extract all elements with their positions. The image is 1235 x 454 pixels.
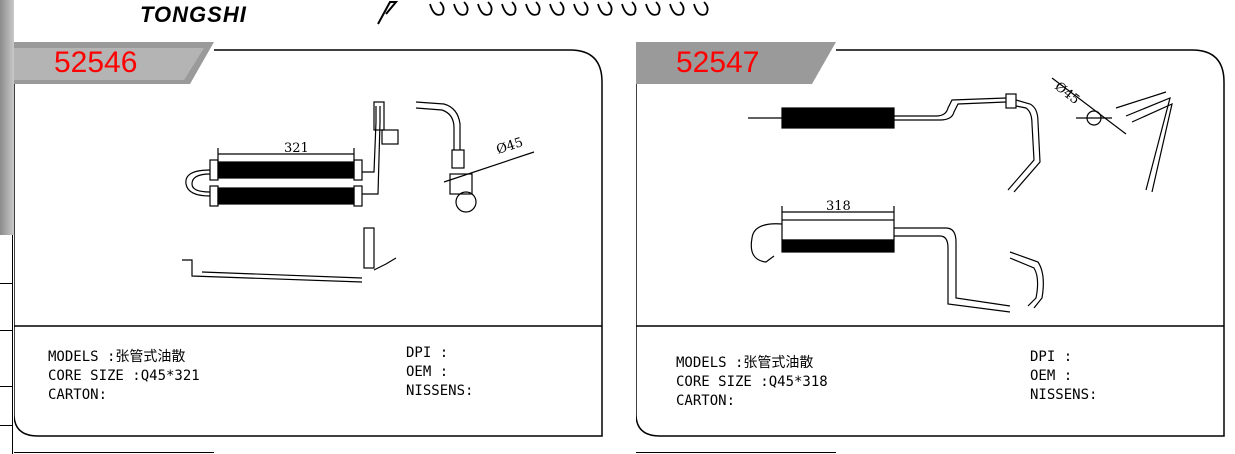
footer-rule: [636, 452, 836, 453]
ruler-tick: [0, 283, 12, 284]
side-gradient-strip: [0, 0, 14, 235]
specs-right: DPI : OEM : NISSENS:: [406, 344, 473, 401]
product-code: 52546: [54, 46, 138, 79]
dim-diameter: Ø45: [1052, 79, 1083, 108]
product-card-52546: 52546: [14, 42, 604, 438]
dpi-label: DPI :: [406, 345, 449, 361]
brand-deco-pattern: [377, 1, 709, 25]
nissens-label: NISSENS:: [406, 383, 474, 399]
product-code: 52547: [676, 46, 760, 79]
dim-diameter: Ø45: [495, 135, 526, 158]
specs-left: MODELS :张管式油散 CORE SIZE :Q45*318 CARTON:: [676, 354, 828, 411]
dim-length: 321: [284, 141, 309, 156]
cooler-drawing: 321 Ø45: [182, 101, 535, 283]
nissens-label: NISSENS:: [1030, 387, 1098, 403]
specs-left: MODELS :张管式油散 CORE SIZE :Q45*321 CARTON:: [48, 348, 200, 405]
oem-label: OEM :: [1030, 368, 1073, 384]
core-size-label: CORE SIZE :Q45*321: [48, 368, 200, 384]
card-frame: [14, 42, 603, 437]
oem-label: OEM :: [406, 364, 449, 380]
carton-label: CARTON:: [48, 387, 108, 403]
dpi-label: DPI :: [1030, 349, 1073, 365]
footer-rule: [14, 452, 214, 453]
card-frame: [636, 42, 1225, 437]
ruler-tick: [0, 386, 12, 387]
brand-logo-text: TONGSHI: [140, 2, 247, 27]
core-size-label: CORE SIZE :Q45*318: [676, 374, 828, 390]
ruler-tick: [0, 330, 12, 331]
models-label: MODELS :张管式油散: [676, 355, 814, 371]
product-card-52547: 52547: [636, 42, 1226, 438]
dim-length: 318: [826, 199, 851, 214]
models-label: MODELS :张管式油散: [48, 349, 186, 365]
ruler-tick: [0, 425, 12, 426]
specs-right: DPI : OEM : NISSENS:: [1030, 348, 1097, 405]
side-ruler: [0, 235, 13, 454]
carton-label: CARTON:: [676, 393, 736, 409]
cooler-drawing: 318 Ø45: [748, 77, 1173, 313]
